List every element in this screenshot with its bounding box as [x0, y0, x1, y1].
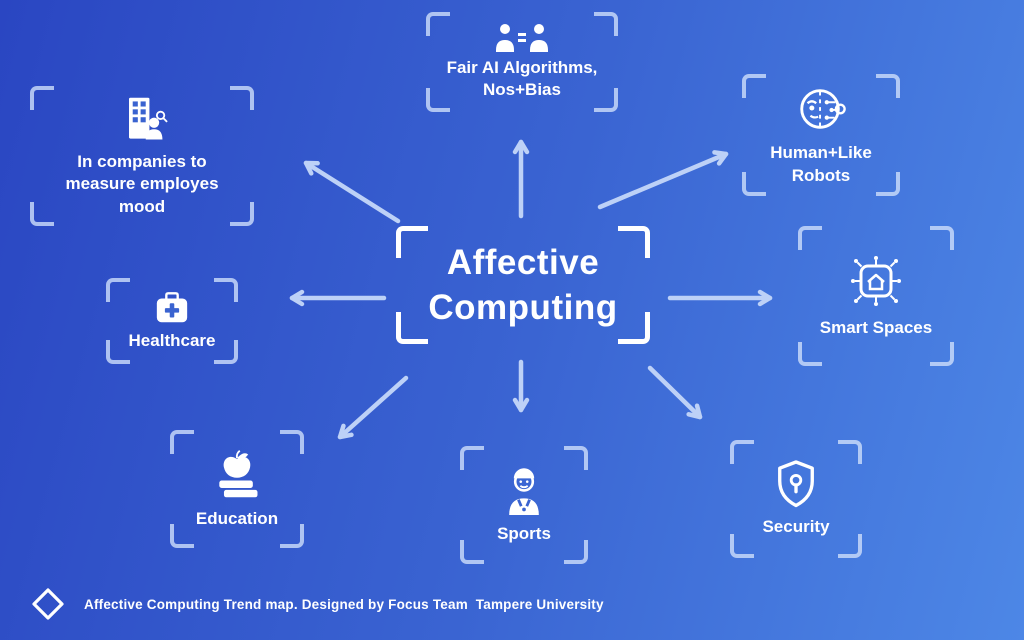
office-building-icon [114, 94, 170, 146]
frame-corner [396, 226, 428, 258]
frame-corner [742, 74, 766, 98]
frame-corner [618, 312, 650, 344]
frame-corner [742, 172, 766, 196]
node-sports: Sports [460, 446, 588, 564]
node-smart-spaces: Smart Spaces [798, 226, 954, 366]
node-human-like-robots: Human+Like Robots [742, 74, 900, 196]
frame-corner [876, 74, 900, 98]
focus-team-logo [28, 584, 68, 624]
node-healthcare: Healthcare [106, 278, 238, 364]
node-label: Healthcare [128, 330, 216, 350]
frame-corner [280, 524, 304, 548]
frame-corner [798, 226, 822, 250]
frame-corner [730, 534, 754, 558]
node-label: Sports [497, 524, 551, 544]
frame-corner [564, 540, 588, 564]
frame-corner [214, 340, 238, 364]
frame-corner [170, 430, 194, 454]
frame-corner [876, 172, 900, 196]
people-equality-icon [495, 23, 549, 53]
athlete-icon [499, 464, 549, 516]
arrow-to-security [647, 365, 703, 420]
frame-corner [930, 226, 954, 250]
frame-corner [396, 312, 428, 344]
shield-lock-icon [774, 459, 818, 509]
robot-face-icon [795, 83, 847, 135]
node-label: Security [762, 517, 830, 537]
frame-corner [106, 278, 130, 302]
node-label: Education [195, 509, 279, 529]
node-fair-ai: Fair AI Algorithms, Nos+Bias [426, 12, 618, 112]
node-label: Human+Like Robots [770, 143, 872, 185]
arrow-to-robots [597, 150, 729, 210]
frame-corner [106, 340, 130, 364]
frame-corner [280, 430, 304, 454]
node-label: Smart Spaces [819, 318, 933, 338]
frame-corner [730, 440, 754, 464]
arrow-to-companies [303, 160, 401, 224]
frame-corner [594, 12, 618, 36]
center-node-affective-computing: Affective Computing [396, 226, 650, 344]
frame-corner [30, 86, 54, 110]
frame-corner [460, 540, 484, 564]
frame-corner [564, 446, 588, 470]
frame-corner [30, 202, 54, 226]
node-label: Fair AI Algorithms, Nos+Bias [446, 57, 598, 99]
frame-corner [426, 12, 450, 36]
frame-corner [426, 88, 450, 112]
node-security: Security [730, 440, 862, 558]
frame-corner [618, 226, 650, 258]
arrow-to-education [337, 375, 409, 440]
frame-corner [838, 440, 862, 464]
medical-bag-icon [151, 290, 193, 326]
frame-corner [170, 524, 194, 548]
center-title: Affective Computing [428, 242, 618, 328]
frame-corner [230, 86, 254, 110]
footer-credit-text: Affective Computing Trend map. Designed … [84, 596, 604, 612]
node-label: In companies to measure employes mood [65, 151, 219, 216]
frame-corner [460, 446, 484, 470]
node-education: Education [170, 430, 304, 548]
smart-home-chip-icon [847, 252, 905, 310]
footer: Affective Computing Trend map. Designed … [28, 584, 604, 624]
frame-corner [230, 202, 254, 226]
frame-corner [798, 342, 822, 366]
frame-corner [930, 342, 954, 366]
apple-books-icon [209, 447, 265, 501]
node-companies-mood: In companies to measure employes mood [30, 86, 254, 226]
frame-corner [214, 278, 238, 302]
frame-corner [838, 534, 862, 558]
frame-corner [594, 88, 618, 112]
